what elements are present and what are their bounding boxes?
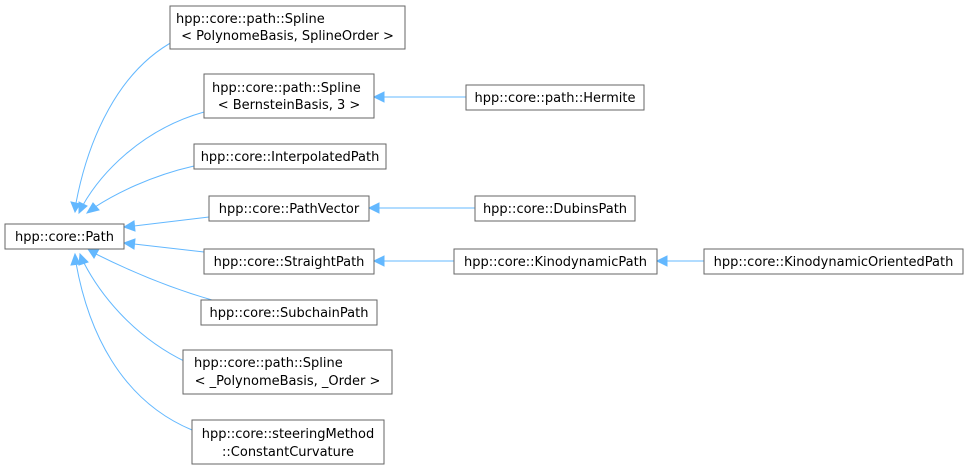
node-label-line-1: hpp::core::steeringMethod [202, 427, 375, 442]
arrowhead [70, 252, 81, 266]
node-label-line-2: ::ConstantCurvature [222, 445, 354, 460]
edge-interpolated-to-path [94, 165, 195, 208]
node-hermite[interactable]: hpp::core::path::Hermite [465, 84, 645, 111]
edges [70, 39, 704, 431]
edge-pathvector-to-path [133, 216, 210, 227]
node-label: hpp::core::DubinsPath [483, 202, 627, 217]
node-label-line-2: < _PolynomeBasis, _Order > [195, 374, 381, 389]
node-label: hpp::core::InterpolatedPath [201, 150, 380, 165]
node-label: hpp::core::StraightPath [214, 255, 365, 270]
arrowhead [87, 248, 100, 259]
edge-spline-template-to-path [83, 262, 187, 363]
edge-spline-polynome-to-path [75, 39, 177, 204]
node-label-line-1: hpp::core::path::Spline [176, 12, 325, 27]
arrowhead [122, 220, 136, 232]
arrowhead [78, 252, 89, 266]
arrowhead [367, 202, 380, 214]
node-label: hpp::core::path::Hermite [475, 91, 636, 106]
edge-straight-to-path [133, 243, 205, 253]
arrowhead [655, 255, 668, 267]
node-label-line-2: < BernsteinBasis, 3 > [218, 98, 361, 113]
node-label: hpp::core::KinodynamicOrientedPath [714, 255, 954, 270]
node-label: hpp::core::SubchainPath [210, 306, 369, 321]
arrowhead [122, 238, 136, 250]
node-straight-path[interactable]: hpp::core::StraightPath [203, 248, 375, 275]
node-label-line-2: < PolynomeBasis, SplineOrder > [181, 29, 394, 44]
node-label-line-1: hpp::core::path::Spline [212, 81, 361, 96]
edge-constant-curvature-to-path [75, 262, 193, 431]
arrowhead [372, 255, 385, 267]
node-kinodynamic-oriented-path[interactable]: hpp::core::KinodynamicOrientedPath [703, 248, 964, 275]
node-label-line-1: hpp::core::path::Spline [194, 356, 343, 371]
edge-subchain-to-path [95, 253, 213, 301]
arrowhead [78, 201, 88, 215]
node-spline-polynome-basis[interactable]: hpp::core::path::Spline < PolynomeBasis,… [169, 5, 406, 50]
arrowhead [70, 201, 81, 214]
node-label: hpp::core::KinodynamicPath [464, 255, 647, 270]
node-spline-bernstein-basis[interactable]: hpp::core::path::Spline < BernsteinBasis… [203, 73, 375, 119]
node-label: hpp::core::Path [15, 230, 114, 245]
node-constant-curvature[interactable]: hpp::core::steeringMethod ::ConstantCurv… [191, 419, 385, 465]
node-path-vector[interactable]: hpp::core::PathVector [208, 195, 370, 222]
node-subchain-path[interactable]: hpp::core::SubchainPath [200, 299, 378, 326]
node-path[interactable]: hpp::core::Path [4, 223, 125, 250]
arrowhead [372, 91, 385, 103]
node-dubins-path[interactable]: hpp::core::DubinsPath [474, 195, 636, 222]
node-spline-template[interactable]: hpp::core::path::Spline < _PolynomeBasis… [182, 349, 393, 395]
node-interpolated-path[interactable]: hpp::core::InterpolatedPath [193, 143, 387, 170]
node-label: hpp::core::PathVector [219, 202, 360, 217]
arrowhead [85, 202, 100, 214]
node-kinodynamic-path[interactable]: hpp::core::KinodynamicPath [453, 248, 658, 275]
edge-spline-bernstein-to-path [82, 111, 205, 206]
